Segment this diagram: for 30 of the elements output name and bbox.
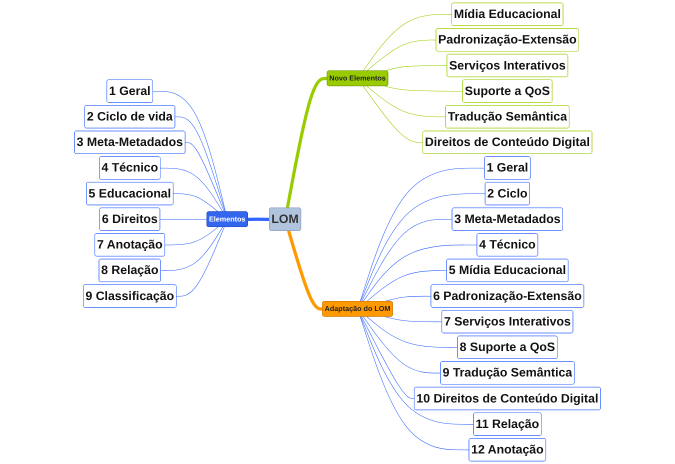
connector: [362, 316, 441, 374]
connector: [164, 226, 218, 246]
connector: [152, 90, 226, 212]
connector: [174, 116, 226, 212]
connector: [361, 219, 452, 302]
connector: [248, 218, 270, 221]
connector: [366, 40, 436, 72]
connector: [384, 65, 448, 72]
connector: [160, 218, 208, 220]
connector: [362, 86, 424, 143]
connector: [173, 193, 218, 212]
connector: [384, 296, 432, 302]
connector: [286, 76, 328, 208]
connector: [160, 168, 224, 212]
connector: [176, 226, 225, 296]
connector: [160, 226, 224, 271]
connector: [360, 168, 485, 302]
connector: [384, 316, 442, 322]
connector: [384, 86, 464, 92]
connector: [366, 316, 458, 348]
connector: [361, 316, 415, 399]
connector: [185, 142, 225, 212]
connector: [366, 270, 448, 302]
connector: [360, 193, 486, 302]
connector: [362, 14, 452, 72]
connector: [360, 316, 474, 425]
connector: [362, 244, 478, 302]
connector: [360, 316, 470, 450]
connector: [287, 230, 323, 311]
connector: [366, 86, 446, 118]
